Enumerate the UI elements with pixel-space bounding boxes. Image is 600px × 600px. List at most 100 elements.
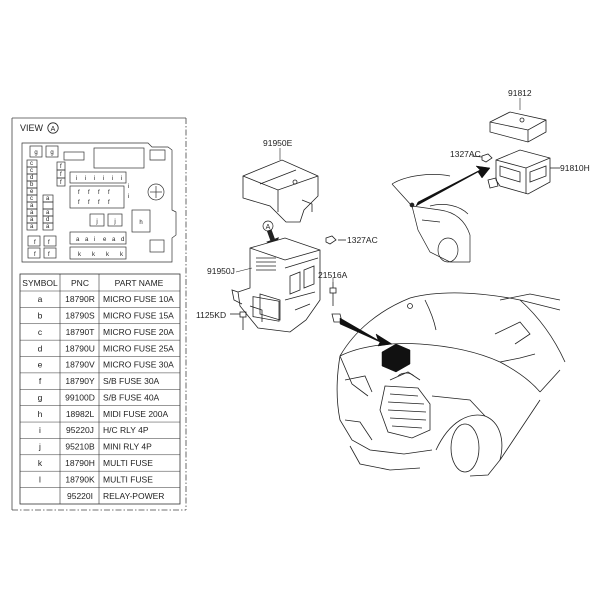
table-row: c 18790T MICRO FUSE 20A [38, 327, 174, 337]
battery-fuse-assembly [391, 111, 560, 263]
grid-label: f [60, 172, 62, 178]
grid-label: f [48, 252, 50, 258]
battery-nut [471, 153, 493, 163]
grid-label: f [108, 190, 110, 196]
battery-pointer-arrow [415, 165, 491, 207]
row-part-name: MULTI FUSE [103, 458, 153, 468]
grid-label: f [60, 164, 62, 170]
table-row: 95220I RELAY-POWER [67, 491, 164, 501]
grid-label: e [30, 189, 34, 195]
grid-label: f [48, 240, 50, 246]
table-row: l 18790K MULTI FUSE [39, 474, 153, 484]
row-symbol: c [38, 327, 43, 337]
grid-label: d [121, 237, 124, 243]
row-pnc[interactable]: 18982L [66, 409, 95, 419]
grid-label: a [85, 237, 89, 243]
grid-label: i [94, 237, 95, 243]
grid-label: a [30, 203, 34, 209]
table-row: j 95210B MINI RLY 4P [38, 442, 152, 452]
row-pnc[interactable]: 18790Y [65, 376, 95, 386]
view-marker: A [51, 126, 56, 133]
grid-label: e [103, 237, 107, 243]
table-header-pnc: PNC [71, 278, 89, 288]
callout-91950j: 91950J [207, 266, 235, 276]
view-label: VIEW [20, 123, 44, 133]
fuse-pointer-arrow [339, 317, 393, 347]
grid-label: g [50, 150, 53, 156]
row-pnc[interactable]: 18790U [65, 343, 95, 353]
callout-battery-1327ac: 1327AC [450, 149, 481, 159]
fuse-slot [42, 222, 54, 231]
fuse-slot [56, 177, 66, 187]
grid-label: a [76, 237, 80, 243]
fuse-slot [26, 222, 38, 231]
row-pnc[interactable]: 18790R [65, 294, 95, 304]
row-pnc[interactable]: 18790K [65, 474, 95, 484]
row-pnc[interactable]: 18790T [66, 327, 95, 337]
row-part-name: S/B FUSE 30A [103, 376, 160, 386]
row-part-name: MICRO FUSE 25A [103, 343, 174, 353]
grid-label: g [34, 150, 37, 156]
grid-label: f [34, 240, 36, 246]
row-symbol: h [38, 409, 43, 419]
row-pnc[interactable]: 95210B [65, 442, 95, 452]
grid-label: a [46, 224, 50, 230]
fuse-box-cover [242, 159, 319, 223]
row-symbol: b [38, 311, 43, 321]
fuse-box-location-highlight [381, 343, 411, 373]
callout-1125kd: 1125KD [196, 310, 226, 320]
callout-1327ac: 1327AC [347, 235, 378, 245]
grid-label: c [30, 161, 33, 167]
fuse-box-view [21, 142, 177, 263]
nut-1327ac [325, 235, 346, 245]
row-part-name: S/B FUSE 40A [103, 392, 160, 402]
callout-91950e: 91950E [263, 138, 293, 148]
row-part-name: RELAY-POWER [103, 491, 164, 501]
grid-label: i [94, 176, 95, 182]
row-pnc[interactable]: 18790H [65, 458, 95, 468]
row-pnc[interactable]: 18790S [65, 311, 95, 321]
table-row: f 18790Y S/B FUSE 30A [39, 376, 160, 386]
row-pnc[interactable]: 18790V [65, 360, 95, 370]
table-header-symbol: SYMBOL [22, 278, 58, 288]
row-symbol: j [38, 442, 41, 452]
grid-label: c [30, 168, 33, 174]
grid-label: f [88, 190, 90, 196]
row-symbol: l [39, 474, 41, 484]
row-part-name: MULTI FUSE [103, 474, 153, 484]
callout-91812: 91812 [508, 88, 532, 98]
grid-label: j [95, 219, 97, 225]
grid-label: k [120, 252, 124, 258]
row-part-name: MICRO FUSE 30A [103, 360, 174, 370]
callout-arrow-a: A [266, 224, 271, 231]
row-part-name: MINI RLY 4P [103, 442, 152, 452]
battery-box-body [487, 149, 560, 195]
row-part-name: MICRO FUSE 20A [103, 327, 174, 337]
row-pnc[interactable]: 99100D [65, 392, 95, 402]
row-symbol: f [39, 376, 42, 386]
grid-label: k [92, 252, 96, 258]
callout-91810h: 91810H [560, 163, 590, 173]
fuse-grid-labels: g g c c d b e c a a a a a d a a f f f f … [30, 150, 143, 258]
grid-label: k [78, 252, 82, 258]
row-pnc[interactable]: 95220J [66, 425, 94, 435]
grid-label: i [112, 176, 113, 182]
row-part-name: MICRO FUSE 15A [103, 311, 174, 321]
grid-label: a [30, 224, 34, 230]
grid-label: i [85, 176, 86, 182]
table-row: b 18790S MICRO FUSE 15A [38, 311, 175, 321]
grid-label: a [46, 210, 50, 216]
row-pnc[interactable]: 95220I [67, 491, 93, 501]
grid-label: h [139, 220, 142, 226]
grid-label: d [46, 217, 49, 223]
grid-label: f [34, 252, 36, 258]
bolt-21516a [329, 282, 343, 323]
